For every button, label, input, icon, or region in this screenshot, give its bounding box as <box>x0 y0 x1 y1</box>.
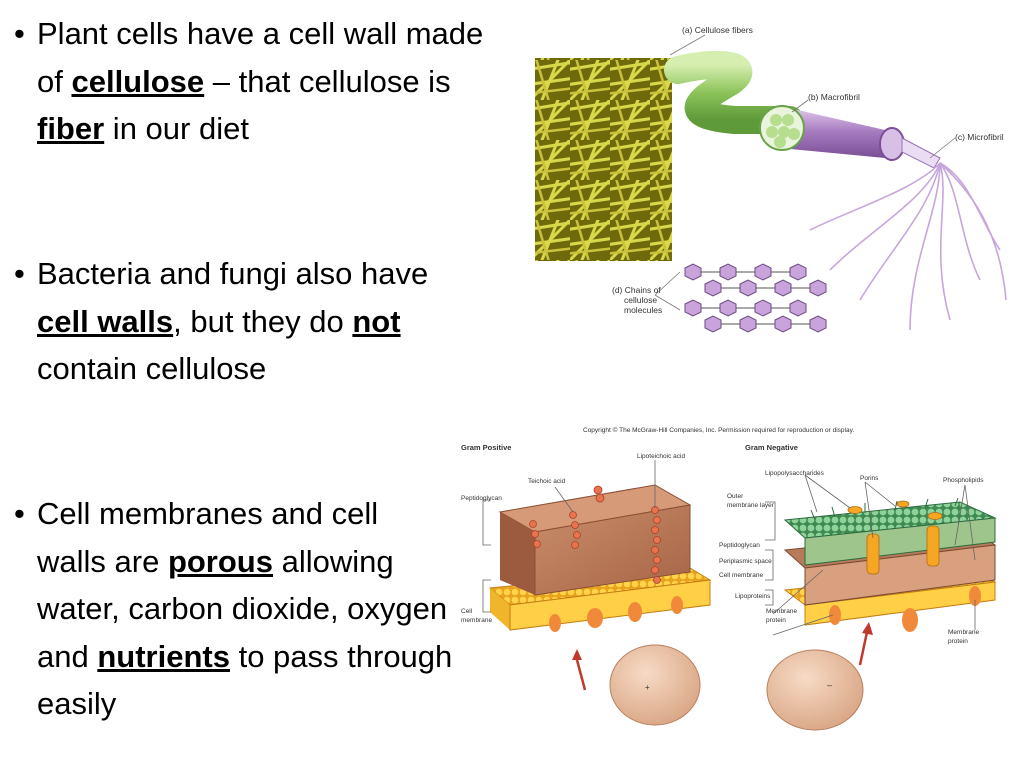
text-run: – that cellulose is <box>204 63 451 99</box>
micrograph-cellulose-fibers <box>535 58 672 261</box>
microfibril-cone <box>780 106 885 158</box>
gram-negative-wall <box>783 497 997 632</box>
arrow-head-negative <box>862 622 873 635</box>
gram-positive-cell <box>609 644 701 726</box>
text-run: contain cellulose <box>37 351 267 386</box>
emphasis-nutrients: nutrients <box>97 638 230 674</box>
heading-gram-negative: Gram Negative <box>745 443 798 452</box>
label-macrofibril: (b) Macrofibril <box>808 92 860 102</box>
bullet-text: Bacteria and fungi also have cell walls,… <box>14 250 444 393</box>
label-microfibril: (c) Microfibril <box>955 132 1004 142</box>
cell-wall-figure: Copyright © The McGraw-Hill Companies, I… <box>461 426 997 731</box>
emphasis-fiber: fiber <box>37 111 105 146</box>
bullet-text: Cell membranes and cell walls are porous… <box>14 490 454 728</box>
gram-negative-sign: – <box>827 680 832 690</box>
label-cell-membrane-negative: Cell membrane <box>719 572 763 579</box>
gram-positive-sign: + <box>645 683 650 692</box>
label-lipoteichoic-acid: Lipoteichoic acid <box>637 453 685 460</box>
gram-negative-cell <box>766 649 864 731</box>
label-peptidoglycan-positive: Peptidoglycan <box>461 495 502 502</box>
label-cell-membrane-positive-2: membrane <box>461 617 492 624</box>
text-run: in our diet <box>104 111 249 146</box>
label-peptidoglycan-negative: Peptidoglycan <box>719 542 760 549</box>
cellulose-strands <box>809 162 1007 331</box>
copyright-notice: Copyright © The McGraw-Hill Companies, I… <box>583 426 854 434</box>
label-cellulose-fibers: (a) Cellulose fibers <box>682 25 753 35</box>
text-run: Cell membranes and cell walls are <box>37 496 379 579</box>
label-membrane-protein-mid-1: Membrane <box>766 608 797 615</box>
text-run: , but they do <box>173 303 353 339</box>
label-cell-membrane-positive-1: Cell <box>461 608 473 615</box>
emphasis-cellulose: cellulose <box>71 63 205 99</box>
arrow-gram-negative <box>858 631 869 666</box>
label-chains-2: cellulose <box>624 295 657 305</box>
label-periplasmic-space: Periplasmic space <box>719 558 772 565</box>
emphasis-not: not <box>352 303 401 339</box>
cellulose-chains <box>684 263 827 333</box>
bullet-text: Plant cells have a cell wall made of cel… <box>14 10 484 153</box>
macrofibril-cross-section <box>759 105 805 151</box>
arrow-gram-positive <box>575 659 587 691</box>
text-run: Bacteria and fungi also have <box>37 256 429 291</box>
emphasis-porous: porous <box>167 543 273 579</box>
bullet-marker: • <box>14 16 25 51</box>
text-run: allowing water, carbon dioxide, oxygen a… <box>37 543 448 674</box>
label-chains-1: (d) Chains of <box>612 285 661 295</box>
emphasis-cell-walls: cell walls <box>37 303 174 339</box>
cellulose-structure-figure: (a) Cellulose fibers (b) Macrofibril (c)… <box>535 25 1007 333</box>
label-teichoic-acid: Teichoic acid <box>528 478 566 485</box>
label-membrane-protein-right-2: protein <box>948 638 968 645</box>
label-outer-membrane-1: Outer <box>727 493 744 500</box>
label-lipoproteins: Lipoproteins <box>735 593 771 600</box>
bullet-marker: • <box>14 496 25 531</box>
bullet-cellulose: • Plant cells have a cell wall made of c… <box>14 10 484 153</box>
cell-wall-labels: Teichoic acid Lipoteichoic acid Peptidog… <box>461 453 984 645</box>
label-lipopolysaccharides: Lipopolysaccharides <box>765 470 825 477</box>
arrow-head-positive <box>572 649 582 660</box>
label-porins: Porins <box>860 475 879 482</box>
label-membrane-protein-mid-2: protein <box>766 617 786 624</box>
bullet-marker: • <box>14 256 25 291</box>
label-outer-membrane-2: membrane layer <box>727 502 775 509</box>
label-chains-3: molecules <box>624 305 662 315</box>
microfibril-cross-section <box>879 127 905 161</box>
gram-positive-wall <box>488 484 712 632</box>
heading-gram-positive: Gram Positive <box>461 443 511 452</box>
bullet-bacteria-fungi: • Bacteria and fungi also have cell wall… <box>14 250 444 393</box>
microfibril-strand <box>901 137 941 169</box>
macrofibril-tube <box>664 50 804 134</box>
text-run: to pass through easily <box>37 638 453 722</box>
label-membrane-protein-right-1: Membrane <box>948 629 979 636</box>
label-phospholipids: Phospholipids <box>943 477 984 484</box>
text-run: Plant cells have a cell wall made of <box>37 16 484 99</box>
bullet-porous: • Cell membranes and cell walls are poro… <box>14 490 454 728</box>
